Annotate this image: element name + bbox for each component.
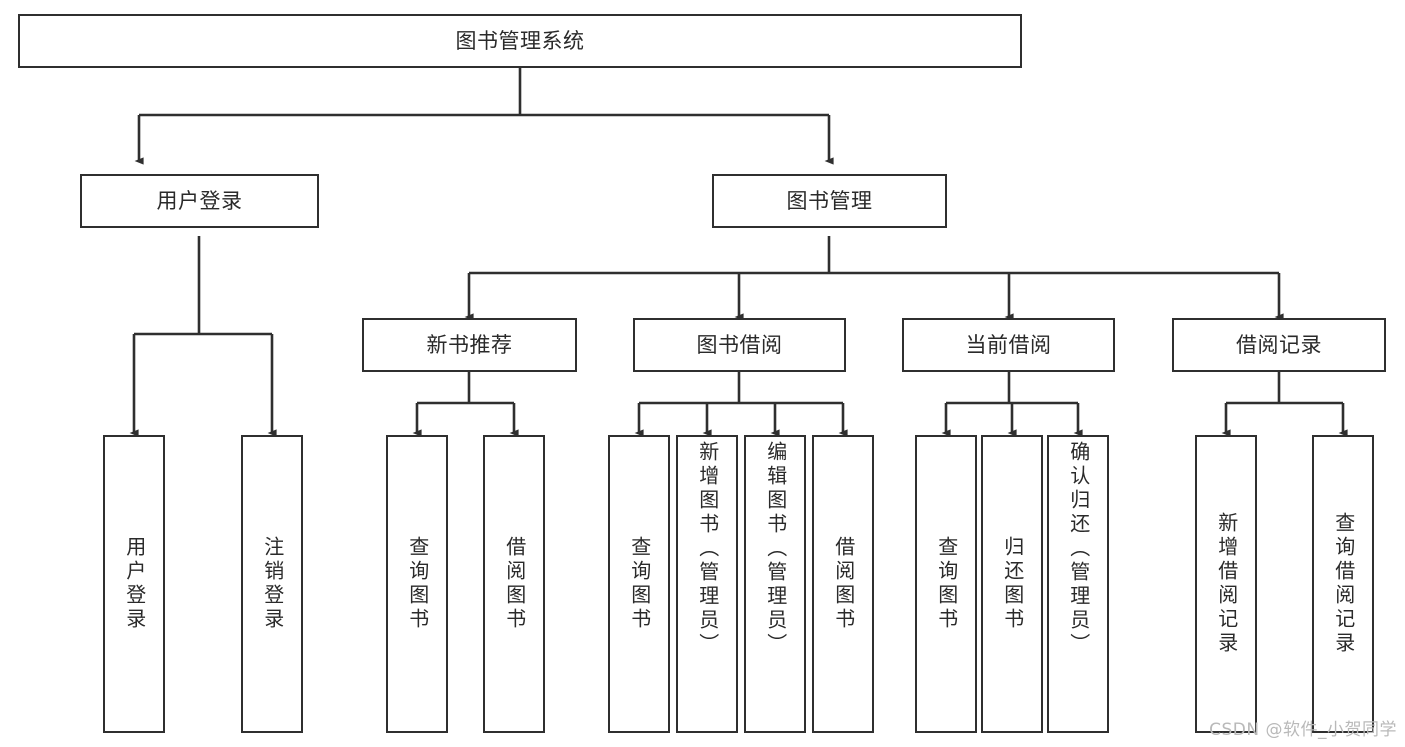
leaf-current-query-book[interactable]: 查询图书 — [915, 435, 977, 733]
leaf-current-return-book[interactable]: 归还图书 — [981, 435, 1043, 733]
node-label: 用户登录 — [122, 536, 147, 632]
leaf-borrow-borrow-book[interactable]: 借阅图书 — [812, 435, 874, 733]
node-book-borrow[interactable]: 图书借阅 — [633, 318, 846, 372]
node-user-login[interactable]: 用户登录 — [80, 174, 319, 228]
node-label: 借阅图书 — [831, 536, 856, 632]
leaf-record-add-borrow-record[interactable]: 新增借阅记录 — [1195, 435, 1257, 733]
node-label: 查询借阅记录 — [1331, 512, 1356, 656]
node-label: 图书管理 — [786, 188, 873, 213]
node-label: 编辑图书（管理员） — [763, 441, 788, 657]
node-book-management[interactable]: 图书管理 — [712, 174, 947, 228]
node-label: 查询图书 — [405, 536, 430, 632]
node-label: 归还图书 — [1000, 536, 1025, 632]
node-label: 图书借阅 — [696, 332, 783, 357]
leaf-borrow-add-book-admin[interactable]: 新增图书（管理员） — [676, 435, 738, 733]
leaf-recommend-borrow-book[interactable]: 借阅图书 — [483, 435, 545, 733]
node-label: 新书推荐 — [426, 332, 513, 357]
leaf-recommend-query-book[interactable]: 查询图书 — [386, 435, 448, 733]
node-label: 注销登录 — [260, 536, 285, 632]
node-label: 借阅记录 — [1236, 332, 1322, 357]
node-label: 确认归还（管理员） — [1066, 441, 1091, 657]
node-label: 新增借阅记录 — [1214, 512, 1239, 656]
leaf-record-query-borrow-record[interactable]: 查询借阅记录 — [1312, 435, 1374, 733]
node-label: 查询图书 — [627, 536, 652, 632]
node-label: 查询图书 — [934, 536, 959, 632]
node-borrow-record[interactable]: 借阅记录 — [1172, 318, 1386, 372]
leaf-borrow-edit-book-admin[interactable]: 编辑图书（管理员） — [744, 435, 806, 733]
node-new-book-recommend[interactable]: 新书推荐 — [362, 318, 577, 372]
node-label: 当前借阅 — [965, 332, 1052, 357]
leaf-user-logout[interactable]: 注销登录 — [241, 435, 303, 733]
leaf-current-confirm-return-admin[interactable]: 确认归还（管理员） — [1047, 435, 1109, 733]
node-label: 用户登录 — [156, 188, 243, 213]
leaf-borrow-query-book[interactable]: 查询图书 — [608, 435, 670, 733]
node-label: 借阅图书 — [502, 536, 527, 632]
node-label: 新增图书（管理员） — [695, 441, 720, 657]
leaf-user-login[interactable]: 用户登录 — [103, 435, 165, 733]
node-current-borrow[interactable]: 当前借阅 — [902, 318, 1115, 372]
node-root-system[interactable]: 图书管理系统 — [18, 14, 1022, 68]
node-label: 图书管理系统 — [455, 28, 585, 53]
